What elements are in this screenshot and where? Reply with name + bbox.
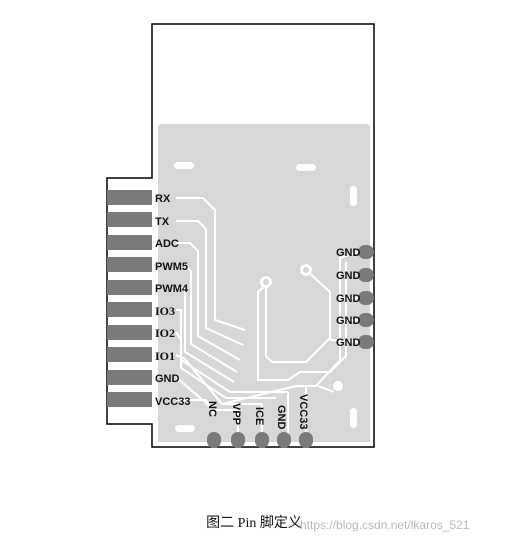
pin-label-tx: TX [155, 216, 170, 228]
watermark: https://blog.csdn.net/lkaros_521 [300, 518, 470, 532]
oval-hole [350, 186, 357, 206]
left-pad [107, 370, 152, 385]
pin-label-right-gnd: GND [336, 293, 361, 305]
pin-label-bottom-vcc33: VCC33 [297, 394, 309, 429]
figure-caption: 图二 Pin 脚定义 [206, 516, 302, 531]
left-pad [107, 325, 152, 340]
oval-hole [175, 425, 195, 432]
pin-label-right-gnd: GND [336, 270, 361, 282]
pin-label-right-gnd: GND [336, 247, 361, 259]
pin-label-right-gnd: GND [336, 337, 361, 349]
pin-label-right-gnd: GND [336, 315, 361, 327]
right-pad [358, 268, 374, 282]
pin-label-adc: ADC [155, 238, 179, 250]
left-pad [107, 302, 152, 317]
left-pad [107, 235, 152, 250]
bottom-pad [277, 432, 291, 448]
via [303, 267, 309, 273]
pin-label-bottom-gnd: GND [275, 405, 287, 430]
left-pad [107, 212, 152, 227]
left-pad [107, 392, 152, 407]
via [333, 381, 343, 391]
left-pads [107, 190, 152, 407]
oval-hole [350, 408, 357, 428]
right-pad [358, 335, 374, 349]
right-pads [358, 245, 374, 349]
pin-label-vpp: VPP [230, 403, 242, 425]
traces [175, 197, 361, 438]
right-pad [358, 313, 374, 327]
right-pad [358, 291, 374, 305]
pin-label-gnd: GND [155, 373, 180, 385]
pin-label-pwm5: PWM5 [155, 261, 188, 273]
pin-label-nc: NC [206, 401, 218, 417]
bottom-pad [299, 432, 313, 448]
pin-label-io3: IO3 [155, 304, 175, 318]
pin-label-vcc33: VCC33 [155, 396, 190, 408]
oval-hole [174, 162, 194, 169]
pin-label-ice: ICE [253, 407, 265, 425]
left-pad [107, 190, 152, 205]
bottom-pad [255, 432, 269, 448]
bottom-pad [231, 432, 245, 448]
oval-hole [296, 164, 316, 171]
left-pad [107, 257, 152, 272]
bottom-pad [207, 432, 221, 448]
pin-label-rx: RX [155, 193, 171, 205]
via [263, 279, 269, 285]
pin-label-io1: IO1 [155, 349, 175, 363]
bottom-pads [207, 432, 313, 448]
right-pad [358, 245, 374, 259]
left-pad [107, 347, 152, 362]
pin-label-io2: IO2 [155, 326, 175, 340]
pin-label-pwm4: PWM4 [155, 283, 189, 295]
left-pad [107, 280, 152, 295]
